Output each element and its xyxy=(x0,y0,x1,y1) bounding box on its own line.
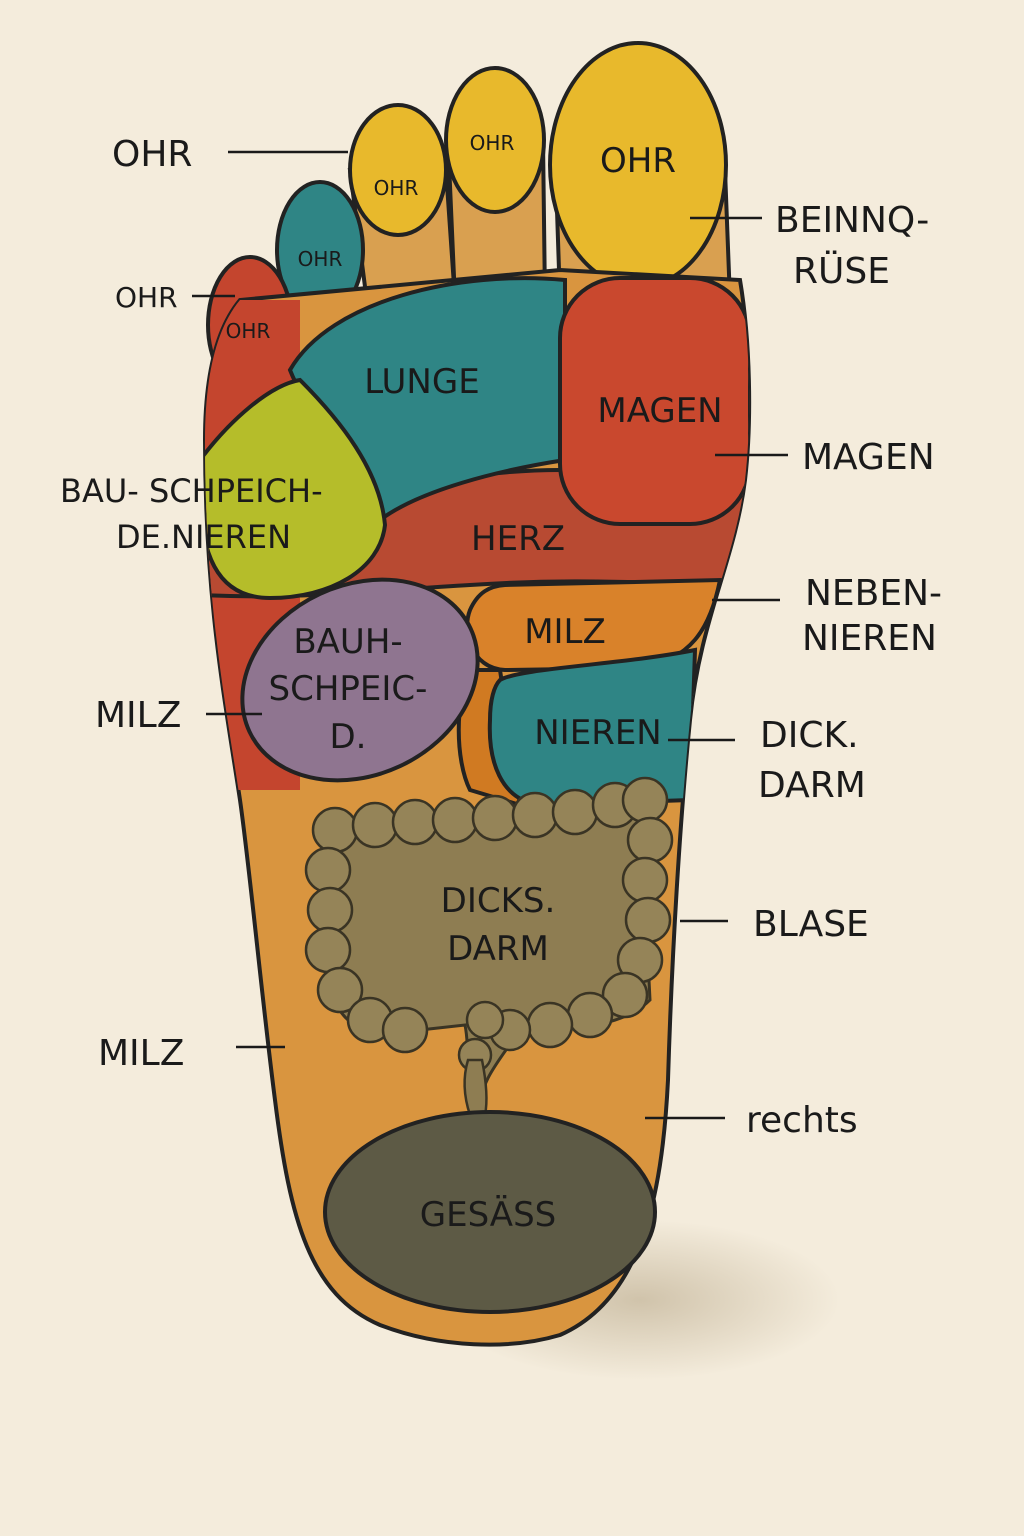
fourth-toe-label: OHR xyxy=(298,247,343,271)
callout-nebennieren-2: NIEREN xyxy=(802,618,937,659)
dickdarm-label-1: DICKS. xyxy=(441,881,556,921)
magen-zone xyxy=(558,276,750,526)
callout-magen: MAGEN xyxy=(802,437,935,478)
callout-bauchspeichel-2: DE.NIEREN xyxy=(116,518,291,556)
colon-tail xyxy=(463,1058,488,1117)
callout-rechts: rechts xyxy=(746,1100,858,1141)
gesaess-zone xyxy=(323,1110,657,1314)
callout-milz-low: MILZ xyxy=(98,1033,184,1074)
callout-ohr-top: OHR xyxy=(112,134,192,175)
bauchspeichel-label-1: BAUH- xyxy=(293,622,402,662)
bauchspeichel-label-3: D. xyxy=(330,717,367,757)
callout-beindruese-2: RÜSE xyxy=(793,250,890,292)
lunge-label: LUNGE xyxy=(364,362,479,402)
callout-milz-mid: MILZ xyxy=(95,695,181,736)
bauchspeichel-zone xyxy=(205,377,388,601)
callout-dickdarm-2: DARM xyxy=(758,765,866,806)
callout-bauchspeichel-1: BAU- SCHPEICH- xyxy=(60,472,323,510)
dickdarm-zone xyxy=(304,776,674,1117)
callout-blase: BLASE xyxy=(753,904,869,945)
callout-ohr-small: OHR xyxy=(115,281,178,314)
nieren-label: NIEREN xyxy=(534,713,661,753)
magen-label: MAGEN xyxy=(597,391,722,431)
callout-nebennieren-1: NEBEN- xyxy=(805,573,942,614)
herz-label: HERZ xyxy=(471,519,565,559)
dickdarm-label-2: DARM xyxy=(447,929,549,969)
gesaess-label: GESÄSS xyxy=(420,1195,556,1235)
bauchspeichel-label-2: SCHPEIC- xyxy=(269,669,428,709)
bauchspeichel-purple-zone xyxy=(240,577,480,783)
callout-dickdarm-1: DICK. xyxy=(760,715,859,756)
second-toe-label: OHR xyxy=(470,131,515,155)
milz-label: MILZ xyxy=(524,612,606,652)
zones xyxy=(205,276,750,808)
third-toe-label: OHR xyxy=(374,176,419,200)
milz-zone xyxy=(465,577,723,673)
colon-bumps xyxy=(304,776,674,1073)
second-toe xyxy=(444,66,546,214)
third-toe xyxy=(348,103,448,237)
big-toe-label: OHR xyxy=(600,141,676,181)
fifth-toe-label: OHR xyxy=(226,319,271,343)
callout-beindruese-1: BEINNQ- xyxy=(775,200,929,241)
